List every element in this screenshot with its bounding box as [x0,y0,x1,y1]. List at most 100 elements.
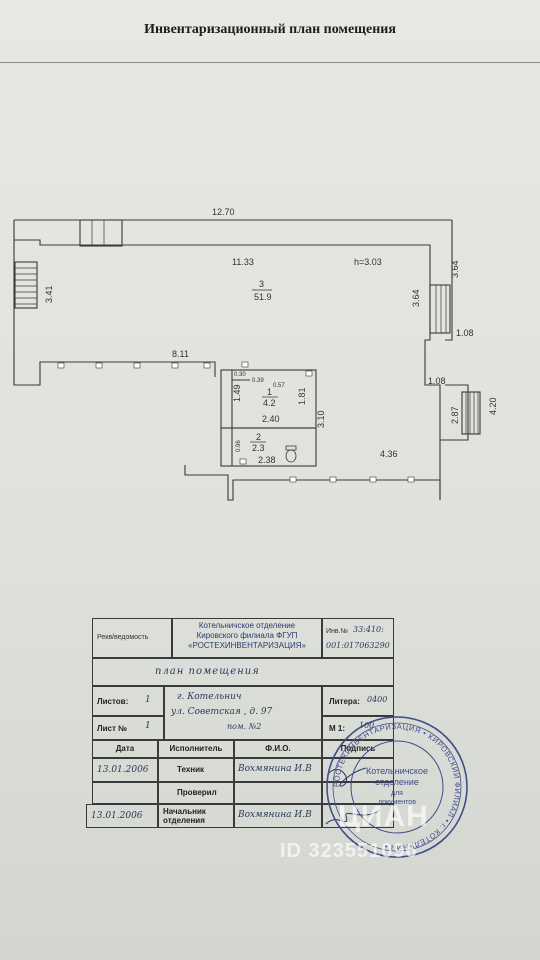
scale-value: 100 [359,721,375,730]
top-notch [79,219,123,247]
dim-small-1: 0.30 [234,372,246,378]
header-date: Дата [115,744,135,753]
row2-date-cell [92,782,158,804]
address-line-2: ул. Советская , д. 97 [171,707,273,717]
row1-role: Техник [177,765,205,774]
bottom-wall [184,465,441,501]
row2-fio-cell [234,782,322,804]
seal-center-1: Котельничское [366,766,428,776]
litera-label: Литера: [329,697,360,706]
litera-cell: Литера: 0400 [322,686,394,716]
stairs-right-top [429,284,451,334]
watermark: ЦИАН ID 323551096 [280,800,429,862]
seal-center-4: документов [378,799,416,806]
row3-role-2: отделения [163,816,205,825]
dim-height: h=3.03 [354,257,382,267]
seal-center-3: для [391,790,403,797]
stairs-right-bottom [461,391,481,435]
dim-room1-side2: 3.10 [316,410,326,428]
dim-right-lower-1: 2.87 [450,406,460,424]
row3-sign-cell [322,804,394,828]
row2-role: Проверил [177,788,217,797]
row3-fio-cell: Вохмянина И.В [234,804,322,828]
row3-role-cell: Начальник отделения [158,804,234,828]
dim-inner-width: 11.33 [232,257,254,267]
org-line-2: Кировского филиала ФГУП [196,631,298,640]
address-line-3: пом. №2 [227,722,262,731]
room-3-area: 51.9 [254,292,272,302]
row2-sign-cell [322,782,394,804]
sheets-label: Листов: [97,697,129,706]
scale-cell: М 1: 100 [322,716,394,740]
row1-date: 13.01.2006 [97,765,149,775]
header-sign: Подпись [340,744,376,753]
sheets-value: 1 [145,695,151,705]
header-fio: Ф.И.О. [265,744,291,753]
room-2-number: 2 [256,432,261,442]
organization-cell: Котельничское отделение Кировского филиа… [172,618,322,658]
toilet-icon [285,445,297,463]
room-1-number: 1 [267,387,272,397]
sheet-number-label: Лист № [97,724,128,733]
stairs-left [14,261,38,309]
org-line-1: Котельничское отделение [198,621,296,630]
dim-small-3: 0.57 [273,383,285,389]
seal-center-2: отделение [375,777,419,787]
row3-role-1: Начальник [163,807,206,816]
header-executor-cell: Исполнитель [158,740,234,758]
header-executor: Исполнитель [169,744,223,753]
dim-mid-left: 8.11 [172,349,189,359]
row2-role-cell: Проверил [158,782,234,804]
address-line-1: г. Котельнич [177,692,242,702]
inner-wall [13,240,216,386]
document-title: Инвентаризационный план помещения [144,22,396,37]
address-cell: г. Котельнич ул. Советская , д. 97 пом. … [164,686,322,740]
inventory-value: 33:410: [353,625,384,634]
dim-right-step-2: 1.08 [428,376,446,386]
rekvizity-cell: Рекв/ведомость [92,618,172,658]
header-date-cell: Дата [92,740,158,758]
sheet-number-value: 1 [145,721,151,731]
room-2-area: 2.3 [252,443,265,453]
row3-date-cell: 13.01.2006 [86,804,158,828]
rekvizity-label: Рекв/ведомость [97,634,149,641]
dim-room1-width: 2.40 [262,414,280,424]
header-fio-cell: Ф.И.О. [234,740,322,758]
dim-right-top-2: 3.64 [411,289,421,307]
row1-fio: Вохмянина И.В [238,764,312,774]
dim-room1-height: 1.49 [232,384,242,402]
room-1-area: 4.2 [263,398,276,408]
dim-small-2: 0.39 [252,378,264,384]
watermark-id: ID 323551096 [280,840,418,862]
floor-plan: 12.70 11.33 h=3.03 3.41 3.64 3.64 1.08 1… [13,207,498,501]
dim-overall-width: 12.70 [212,207,235,217]
dim-room1-side: 1.81 [297,387,307,405]
sheet-number-cell: Лист № 1 [92,716,164,740]
inventory-value-2: 001:017063290 [326,641,390,650]
document-name-cell: план помещения [92,658,394,686]
frame-line [0,62,540,63]
dim-right-step: 1.08 [456,328,474,338]
sheets-cell: Листов: 1 [92,686,164,716]
dim-small-4: 0.96 [236,440,242,452]
inventory-cell: Инв.№ 33:410: 001:017063290 [322,618,394,658]
litera-value: 0400 [367,695,388,704]
dim-left-wall: 3.41 [44,285,54,303]
row3-date: 13.01.2006 [91,811,143,821]
dim-room2-width: 2.38 [258,455,276,465]
row1-sign-cell [322,758,394,782]
inventory-label: Инв.№ [326,628,349,635]
watermark-logo: ЦИАН [338,800,429,833]
dim-bottom-right: 4.36 [380,449,398,459]
dim-right-top-1: 3.64 [450,260,460,278]
scale-label: М 1: [329,724,345,733]
document-name: план помещения [155,666,260,677]
header-sign-cell: Подпись [322,740,394,758]
row3-fio: Вохмянина И.В [238,810,312,820]
org-line-3: «РОСТЕХИНВЕНТАРИЗАЦИЯ» [188,641,306,650]
round-seal: РОСТЕХИНВЕНТАРИЗАЦИЯ • КИРОВСКИЙ ФИЛИАЛ … [326,716,468,858]
room-3-number: 3 [259,279,264,289]
row1-role-cell: Техник [158,758,234,782]
dim-right-lower-2: 4.20 [488,397,498,415]
